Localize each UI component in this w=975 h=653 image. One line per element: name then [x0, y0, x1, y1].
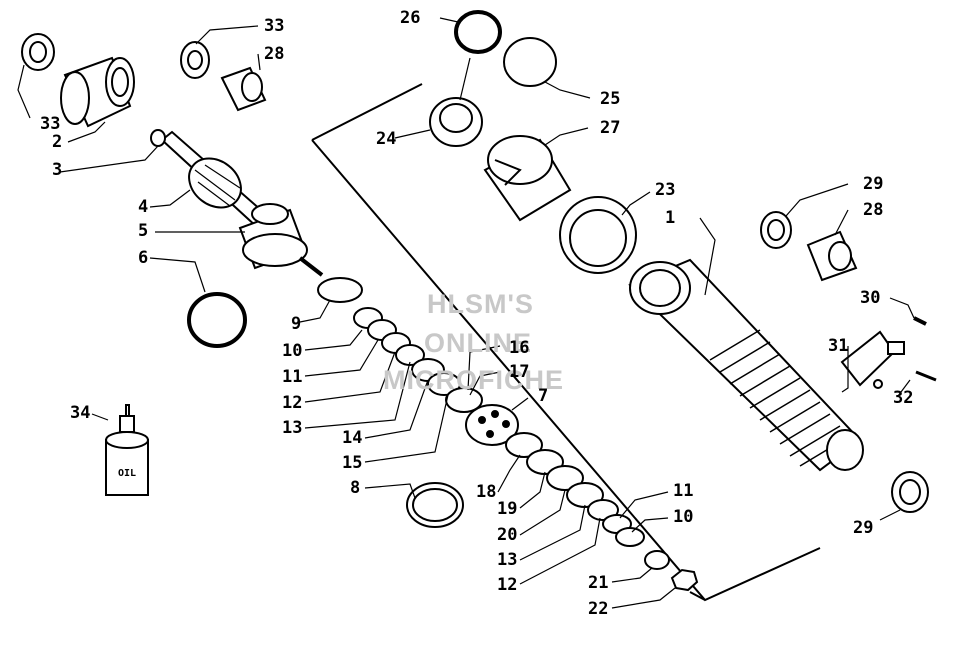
- callout-24: 24: [376, 129, 397, 149]
- oil-bottle-label: OIL: [118, 468, 137, 479]
- part-26-o-ring: [454, 10, 502, 54]
- callout-28-right: 28: [863, 200, 884, 220]
- part-34-oil-bottle: [105, 404, 149, 496]
- callout-18-lower: 18: [476, 482, 497, 502]
- part-33-bushing-left: [21, 33, 55, 71]
- part-8-wear-band: [406, 482, 464, 528]
- part-30-screw: [913, 316, 927, 326]
- part-27-bladder: [483, 135, 572, 222]
- callout-27: 27: [600, 118, 621, 138]
- callout-28-upper: 28: [264, 44, 285, 64]
- callout-19: 19: [497, 499, 518, 519]
- part-29-bushing-lower: [891, 471, 929, 513]
- callout-6: 6: [138, 248, 149, 268]
- callout-34: 34: [70, 403, 91, 423]
- part-21-washer: [644, 550, 670, 570]
- part-4-bumper: [188, 157, 242, 209]
- part-7-piston: [465, 404, 519, 446]
- leader-lines: [17, 17, 915, 609]
- watermark-line-3: MICROFICHE: [383, 365, 564, 395]
- callout-29-upper: 29: [863, 174, 884, 194]
- callout-4: 4: [138, 197, 149, 217]
- part-1-shock-body: [628, 258, 864, 472]
- callout-11-upper: 11: [282, 367, 303, 387]
- callout-33-upper: 33: [264, 16, 285, 36]
- part-24-piston: [429, 97, 483, 147]
- watermark-line-2: ONLINE: [424, 328, 533, 358]
- callout-17: 17: [509, 362, 530, 382]
- callout-14: 14: [342, 428, 363, 448]
- callout-25: 25: [600, 89, 621, 109]
- callout-10-lower: 10: [673, 507, 694, 527]
- assembly-outline: [311, 83, 821, 602]
- callout-2: 2: [52, 132, 63, 152]
- part-22-nut: [670, 568, 699, 592]
- callout-26: 26: [400, 8, 421, 28]
- part-5-seal-head: [238, 203, 324, 277]
- callout-31: 31: [828, 336, 849, 356]
- callout-30: 30: [860, 288, 881, 308]
- part-31-valve-fitting: [840, 330, 905, 389]
- callout-11-lower: 11: [673, 481, 694, 501]
- part-32-screw: [915, 370, 937, 382]
- valve-stack-upper: [353, 307, 483, 413]
- callout-13-upper: 13: [282, 418, 303, 438]
- callout-15: 15: [342, 453, 363, 473]
- callout-8: 8: [350, 478, 361, 498]
- part-9-washer: [317, 277, 363, 303]
- part-28-sleeve-right: [806, 230, 858, 282]
- callout-16: 16: [509, 338, 530, 358]
- part-25-ring: [503, 37, 557, 87]
- callout-5: 5: [138, 221, 149, 241]
- callout-7: 7: [538, 386, 549, 406]
- part-6-o-ring: [187, 292, 247, 348]
- callout-32: 32: [893, 388, 914, 408]
- callout-3: 3: [52, 160, 63, 180]
- part-2-cap-bushing: [60, 56, 135, 128]
- part-29-bushing-upper: [760, 211, 792, 249]
- callout-12-lower: 12: [497, 575, 518, 595]
- part-23-collar: [559, 196, 637, 274]
- callout-9: 9: [291, 314, 302, 334]
- callout-1: 1: [665, 208, 676, 228]
- callout-10-upper: 10: [282, 341, 303, 361]
- callout-20: 20: [497, 525, 518, 545]
- part-33-bushing-right: [180, 41, 210, 79]
- callout-29-lower: 29: [853, 518, 874, 538]
- part-28-sleeve-left: [220, 66, 267, 112]
- callout-33-left: 33: [40, 114, 61, 134]
- callout-21: 21: [588, 573, 609, 593]
- callout-23: 23: [655, 180, 676, 200]
- watermark-line-1: HLSM'S: [427, 289, 534, 319]
- callout-22: 22: [588, 599, 609, 619]
- callout-12-upper: 12: [282, 393, 303, 413]
- valve-stack-lower: [505, 432, 645, 547]
- callout-13-lower: 13: [497, 550, 518, 570]
